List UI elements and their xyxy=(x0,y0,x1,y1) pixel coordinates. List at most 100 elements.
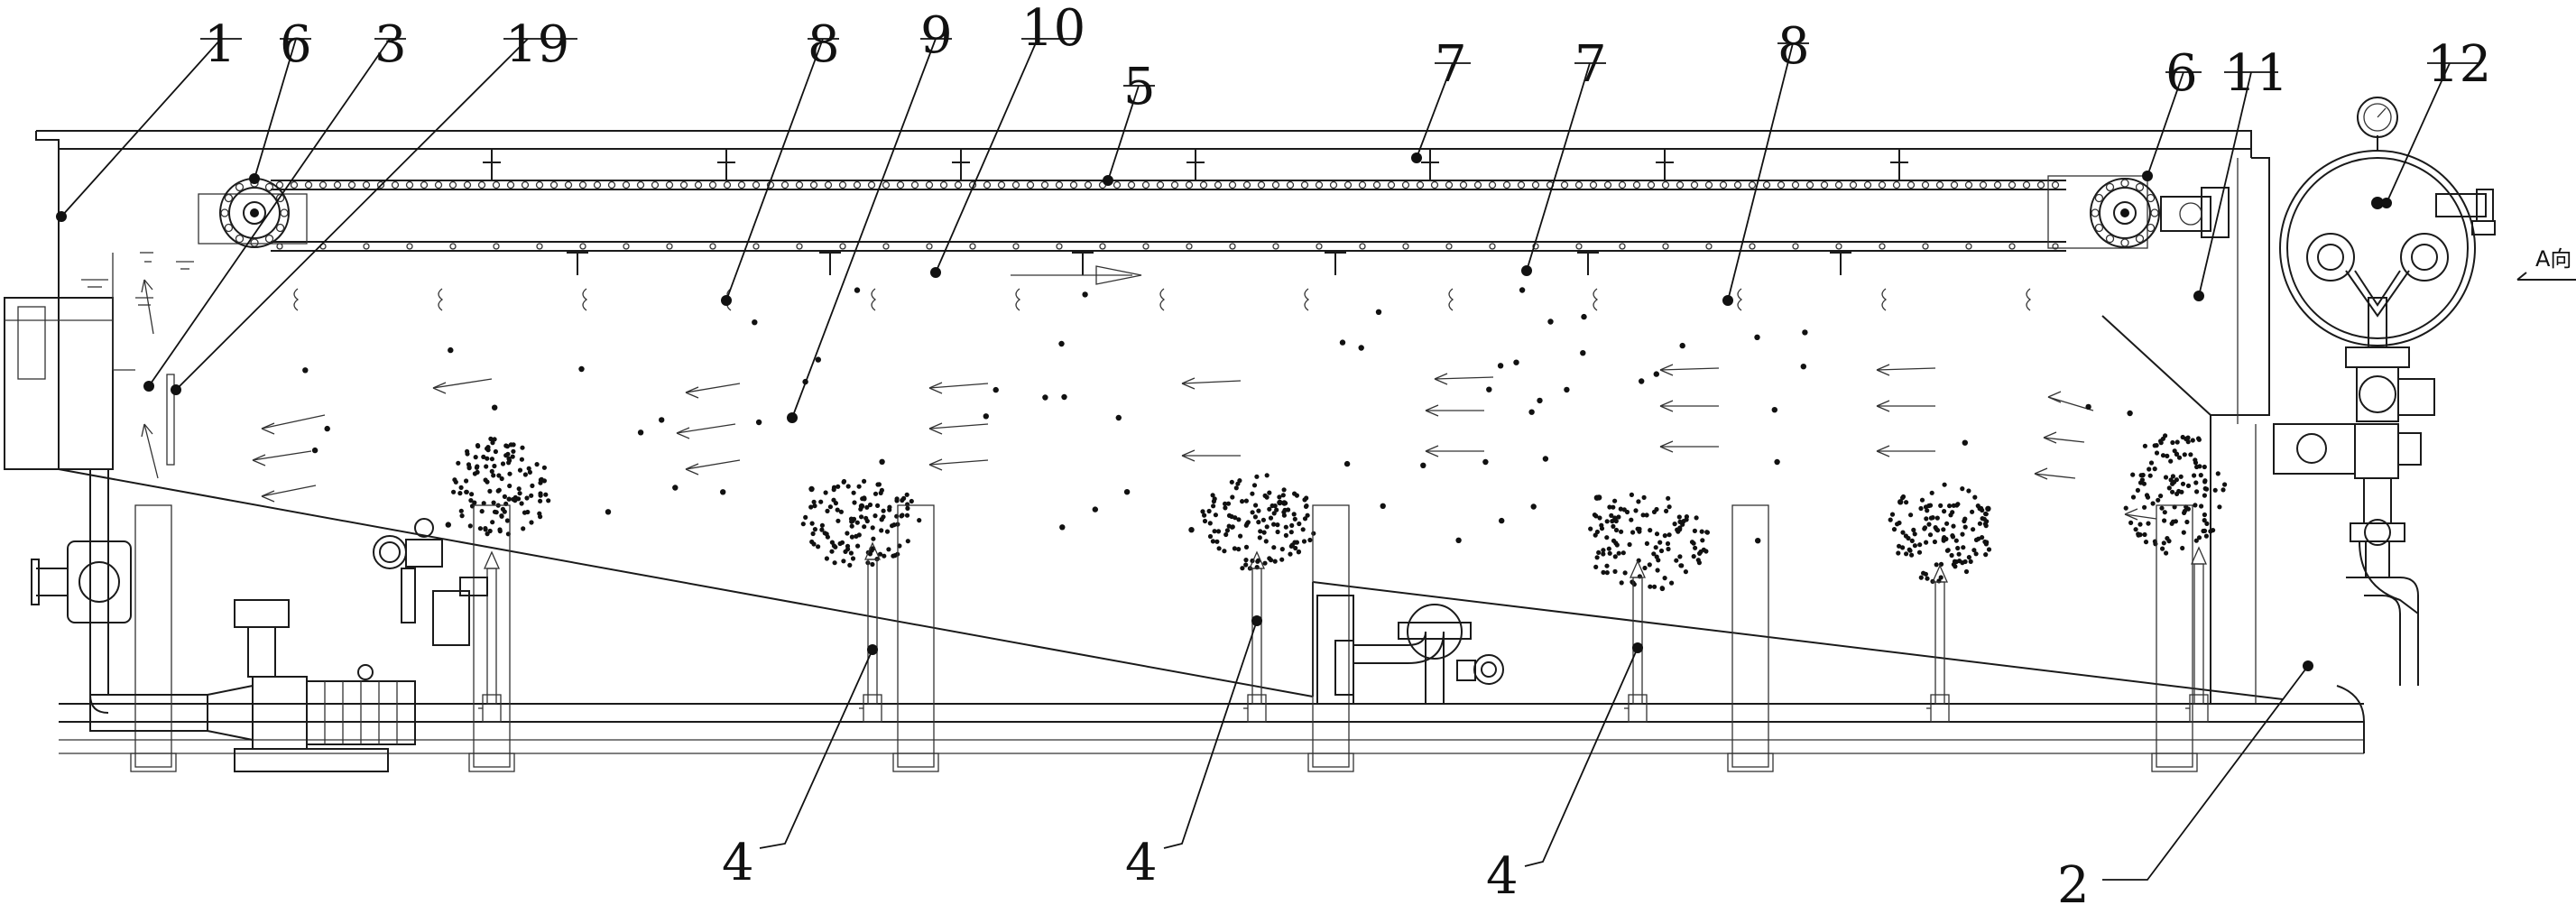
air-bubble xyxy=(1677,519,1683,525)
chain-link xyxy=(1705,243,1713,250)
air-bubble xyxy=(1281,513,1287,518)
chain-link xyxy=(1026,180,1035,189)
view-direction-marker: A向 xyxy=(2516,246,2576,281)
chain-link xyxy=(477,180,486,189)
air-bubble xyxy=(1619,529,1624,534)
leg-foot xyxy=(892,753,939,772)
aerator-pipe xyxy=(2193,563,2204,705)
air-bubble xyxy=(1966,555,1971,560)
air-bubble xyxy=(2147,473,2153,478)
air-bubble xyxy=(1236,547,1242,552)
air-bubble xyxy=(489,457,495,462)
scum-particle xyxy=(2127,410,2133,417)
scum-particle xyxy=(1985,505,1991,512)
air-bubble xyxy=(1891,527,1897,532)
flow-arrow xyxy=(685,459,741,470)
air-bubble xyxy=(819,522,826,528)
air-bubble xyxy=(502,494,508,500)
scum-particle xyxy=(1537,397,1543,404)
leg-foot xyxy=(468,753,515,772)
flow-arrow-head xyxy=(1425,404,1439,417)
scum-particle xyxy=(445,522,451,528)
chain-link xyxy=(1141,180,1150,189)
chain-link xyxy=(1965,243,1972,250)
air-bubble xyxy=(481,501,486,506)
air-bubble xyxy=(873,513,878,519)
air-bubble xyxy=(1642,565,1648,571)
chain-link xyxy=(1719,180,1728,189)
chain-link xyxy=(1618,180,1627,189)
sprocket-tooth xyxy=(250,238,259,247)
chain-link xyxy=(1099,243,1106,250)
chain-link xyxy=(579,243,586,250)
air-bubble xyxy=(2193,503,2198,508)
scum-tank xyxy=(2273,97,2496,686)
air-bubble xyxy=(2188,452,2193,457)
air-bubble xyxy=(2170,489,2175,494)
air-bubble xyxy=(847,562,853,568)
air-bubble xyxy=(2182,510,2187,516)
air-bubble xyxy=(1286,507,1291,513)
scum-particle xyxy=(1596,494,1602,501)
flow-arrow xyxy=(928,459,989,466)
label-6-right: 6 xyxy=(2165,44,2198,103)
air-bubble xyxy=(1694,515,1699,521)
air-bubble xyxy=(1264,524,1270,530)
flow-arrow xyxy=(676,423,736,434)
air-bubble xyxy=(2152,466,2157,472)
label-12: 12 xyxy=(2427,35,2491,94)
chain-link xyxy=(1142,243,1150,250)
chain-link xyxy=(521,180,530,189)
chain-link xyxy=(926,243,933,250)
chain-link xyxy=(651,180,660,189)
air-bubble xyxy=(2139,477,2145,483)
scum-curl xyxy=(1593,288,1599,311)
aerator-nozzle xyxy=(1931,564,1949,583)
scum-particle xyxy=(1092,506,1099,513)
chain-link xyxy=(1662,243,1669,250)
air-bubble xyxy=(1267,506,1272,512)
flow-arrow-head xyxy=(928,422,943,435)
air-bubble xyxy=(862,496,867,502)
chain-link xyxy=(1199,180,1208,189)
air-bubble xyxy=(1900,545,1906,550)
air-bubble xyxy=(1296,549,1302,555)
scum-particle xyxy=(1497,363,1504,369)
air-bubble xyxy=(1594,555,1600,560)
air-bubble xyxy=(1233,485,1239,491)
air-bubble xyxy=(1289,542,1295,548)
air-bubble xyxy=(1704,530,1710,535)
scum-particle xyxy=(1962,439,1968,446)
sprocket-tooth xyxy=(264,234,274,244)
air-bubble xyxy=(492,437,497,442)
chain-link xyxy=(723,180,732,189)
air-bubble xyxy=(1593,532,1598,538)
aerator-pipe xyxy=(1251,568,1262,705)
air-bubble xyxy=(1950,533,1955,539)
air-bubble xyxy=(1900,530,1906,535)
chain-link xyxy=(709,243,716,250)
scum-particle xyxy=(1528,409,1535,415)
air-bubble xyxy=(1223,501,1228,507)
air-bubble xyxy=(1261,530,1267,535)
air-bubble xyxy=(816,544,821,549)
air-bubble xyxy=(2170,519,2176,524)
air-bubble xyxy=(1202,518,1208,524)
air-bubble xyxy=(831,487,836,493)
chain-link xyxy=(1430,180,1439,189)
chain-link xyxy=(838,180,847,189)
air-bubble xyxy=(534,461,540,467)
label-4-c: 4 xyxy=(1486,847,1519,905)
air-bubble xyxy=(491,473,496,478)
air-bubble xyxy=(1206,508,1212,514)
air-bubble xyxy=(1243,522,1249,528)
air-bubble xyxy=(812,527,818,532)
air-bubble xyxy=(1240,566,1245,571)
air-bubble xyxy=(841,559,846,564)
air-bubble xyxy=(877,551,883,557)
air-bubble xyxy=(2185,483,2192,489)
air-bubble xyxy=(905,539,910,544)
air-bubble xyxy=(1700,538,1705,543)
flow-arrow xyxy=(261,414,326,429)
scum-curl xyxy=(1304,288,1310,311)
